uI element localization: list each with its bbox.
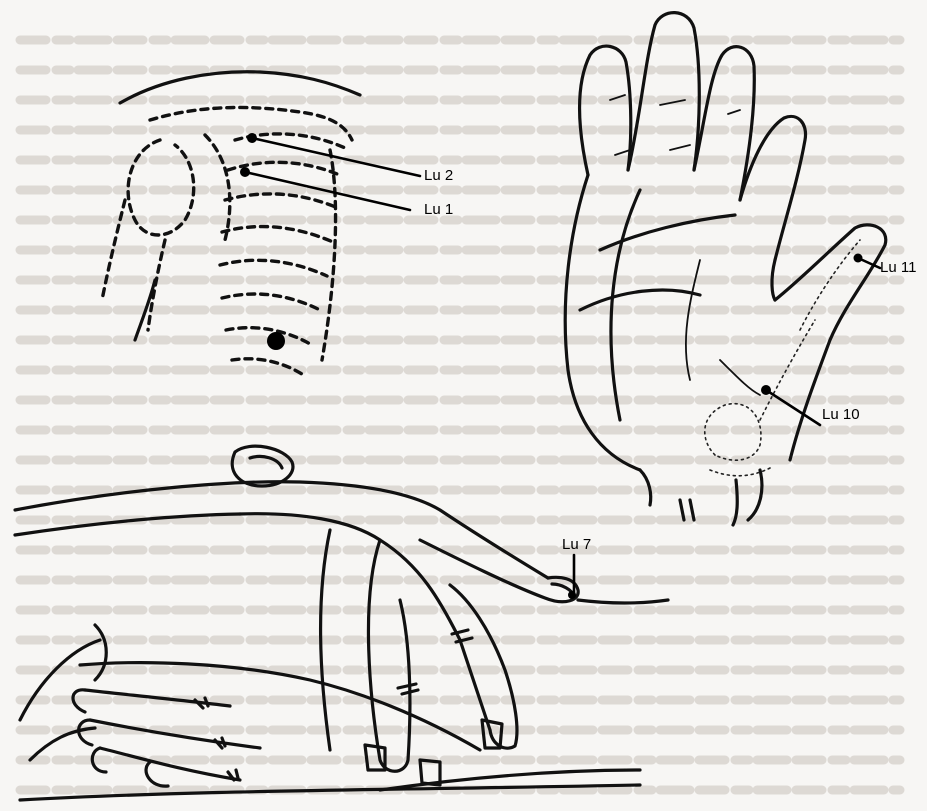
sternum-edge [322,150,336,360]
upper-arm-bottom [15,514,240,535]
holding-fingers-top [80,663,480,750]
label-lu10: Lu 10 [822,406,860,423]
wrist-right [748,470,762,520]
held-thumb [95,625,106,680]
label-lu7: Lu 7 [562,536,591,553]
index-finger [580,46,631,175]
scapula [205,135,230,240]
rib-6 [222,294,320,310]
lower-finger-2 [368,540,409,771]
rib-4 [222,227,333,242]
holding-finger-3 [100,748,240,780]
bottom-arm-line [20,785,640,800]
crease-minor-1 [686,260,700,380]
crease-head [580,290,700,310]
wrist-tendon [733,480,737,525]
upper-thumbnail [250,456,282,468]
palm-outline-right [772,260,775,300]
thumb-bone-dots-1 [800,240,860,330]
rib-5 [220,260,327,276]
holding-hand-figure [20,625,640,800]
humeral-head [128,140,194,235]
thenar-dots [705,404,761,461]
label-lu11: Lu 11 [880,259,916,276]
palm-figure [565,13,886,525]
nipple-mark [267,332,285,350]
humerus-left [102,200,125,300]
holding-finger-2 [90,720,260,748]
crease-minor-2 [720,360,760,395]
leader-lu10 [766,390,820,425]
rib-8 [232,359,305,376]
chest-shoulder-figure [102,72,360,376]
label-lu1: Lu 1 [424,201,453,218]
rib-3 [225,194,338,208]
thumb [775,225,886,460]
ring-finger [694,47,754,200]
wrist-mark [680,500,694,520]
wrist-left [640,470,651,505]
humerus-right [148,240,165,330]
finger-nails-lower [365,720,502,785]
holding-finger-tips [73,690,168,786]
middle-finger [628,13,699,170]
lower-finger-3 [321,530,330,750]
upper-thumb [232,446,293,486]
shoulder-outline [120,72,360,103]
crease-life [611,190,640,420]
lower-arm-line [578,600,668,603]
label-lu2: Lu 2 [424,167,453,184]
crossed-hands-figure [15,446,668,785]
